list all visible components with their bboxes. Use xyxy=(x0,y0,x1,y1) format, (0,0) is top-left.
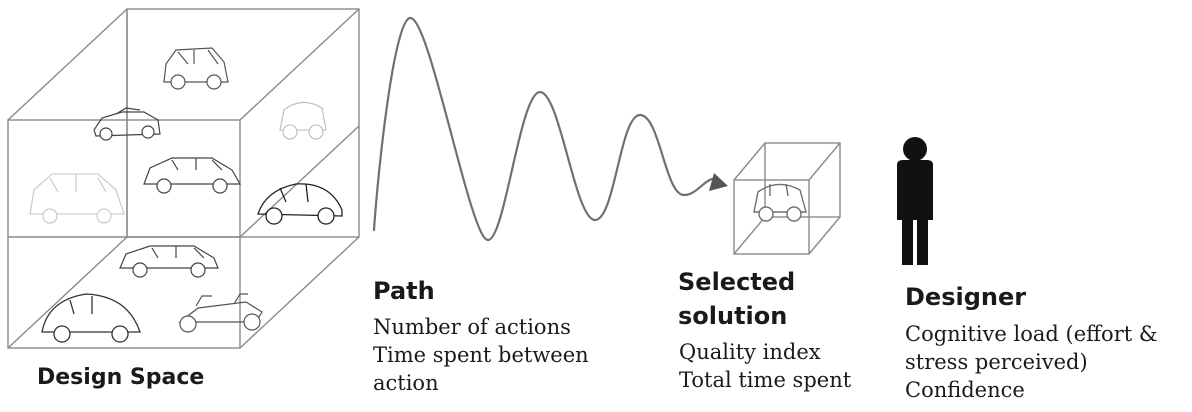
path-title: Path xyxy=(373,277,435,305)
car-icon xyxy=(29,173,125,224)
path-detail-2: Time spent between xyxy=(373,343,589,367)
car-icon xyxy=(257,183,343,225)
car-icon xyxy=(41,293,141,343)
selected-solution-detail-1: Quality index xyxy=(679,340,821,364)
path-detail-1: Number of actions xyxy=(373,315,571,339)
path-line xyxy=(372,16,724,242)
path-detail-3: action xyxy=(373,371,439,395)
designer-detail-2: stress perceived) xyxy=(905,350,1088,374)
car-icon xyxy=(178,293,263,333)
car-icon xyxy=(279,101,327,140)
selected-solution-detail-2: Total time spent xyxy=(679,368,852,392)
designer-detail-3: Confidence xyxy=(905,378,1025,402)
selected-solution-title-2: solution xyxy=(678,302,788,330)
car-icon xyxy=(93,107,161,141)
car-icon xyxy=(163,47,229,90)
selected-solution-cube xyxy=(733,142,841,255)
person-icon xyxy=(897,137,933,265)
car-icon xyxy=(143,157,242,194)
designer-detail-1: Cognitive load (effort & xyxy=(905,322,1158,346)
designer-title: Designer xyxy=(905,283,1027,311)
arrow-head-icon xyxy=(709,173,728,191)
car-icon xyxy=(119,245,219,278)
car-icon xyxy=(753,183,807,222)
design-space-cube xyxy=(7,8,360,349)
design-space-label: Design Space xyxy=(37,365,205,390)
selected-solution-title-1: Selected xyxy=(678,268,796,296)
